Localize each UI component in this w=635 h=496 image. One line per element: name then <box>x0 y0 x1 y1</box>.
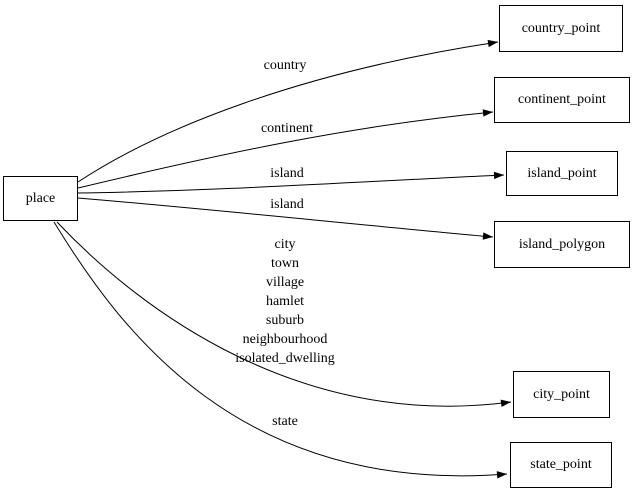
node-country_point: country_point <box>499 5 623 52</box>
edge-label-line: hamlet <box>265 294 305 309</box>
edge-label-line: island <box>270 197 304 212</box>
node-label: country_point <box>521 20 601 36</box>
edge-label-line: state <box>272 414 298 429</box>
edge-label-line: continent <box>260 121 314 136</box>
node-state_point: state_point <box>510 442 612 488</box>
edge-label-place-to-continent_point: continent <box>261 119 313 138</box>
edge-place-to-island_point <box>77 171 505 194</box>
node-label: place <box>25 190 56 206</box>
edge-label-place-to-country_point: country <box>264 56 307 75</box>
node-continent_point: continent_point <box>494 77 630 123</box>
node-island_point: island_point <box>506 151 618 196</box>
edge-place-to-country_point <box>77 39 499 183</box>
edge-label-line: town <box>270 256 299 271</box>
node-island_polygon: island_polygon <box>494 221 630 268</box>
node-label: state_point <box>530 457 592 472</box>
edge-label-place-to-city_point: city town village hamlet suburb neighbourhood… <box>235 235 335 368</box>
edge-label-place-to-state_point: state <box>272 412 298 431</box>
node-place: place <box>3 176 78 221</box>
edge-label-line: isolated_dwelling <box>235 351 335 366</box>
node-label: island_polygon <box>518 236 606 252</box>
edge-label-line: city <box>274 237 296 252</box>
edge-label-line: island <box>270 166 304 181</box>
edge-place-to-island_polygon <box>77 197 494 240</box>
node-label: island_point <box>527 165 597 181</box>
edge-place-to-state_point <box>53 221 508 479</box>
node-city_point: city_point <box>513 371 610 418</box>
node-label: continent_point <box>518 92 606 107</box>
edge-label-line: suburb <box>265 313 305 328</box>
edge-label-line: village <box>265 275 305 290</box>
edge-place-to-city_point <box>56 221 512 407</box>
edge-place-to-continent_point <box>77 109 494 189</box>
edge-label-place-to-island_polygon: island <box>270 195 303 214</box>
edge-label-line: country <box>263 58 307 73</box>
edge-label-line: neighbourhood <box>242 332 328 347</box>
node-label: city_point <box>533 386 590 402</box>
edge-label-place-to-island_point: island <box>270 164 303 183</box>
